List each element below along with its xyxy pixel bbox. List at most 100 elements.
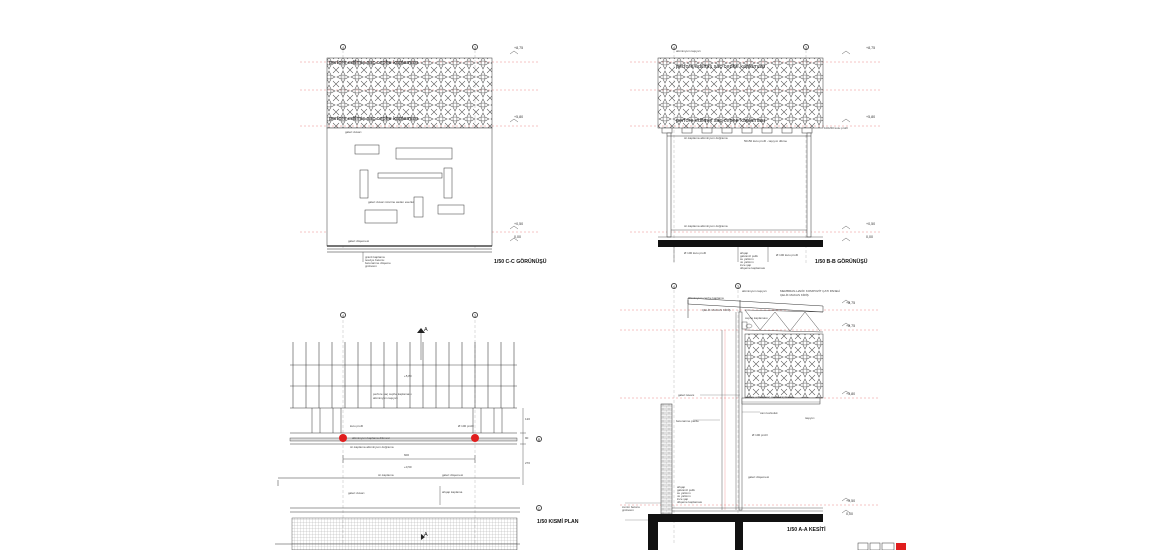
aa-level-mid: +5,80 (846, 392, 856, 396)
plan-note-9: galeri duvarı (348, 491, 365, 495)
aa-foundation-layer: zemin betonu (622, 505, 641, 509)
aa-floor-layer: ince şap (677, 497, 689, 501)
plan-note-3: kutu profil (350, 424, 364, 428)
aa-floor-layer: döşeme kaplaması (677, 500, 703, 504)
view-cc (300, 50, 540, 262)
aa-view-title: 1/50 A-A KESİTİ (787, 527, 826, 533)
aa-level-2: +8,75 (846, 324, 856, 328)
cc-level-zero: 0,00 (514, 235, 521, 239)
plan-axis-row-c: C (536, 505, 542, 511)
aa-note-5: cam korkuluk (760, 411, 778, 415)
cc-level-low: +0,50 (514, 222, 524, 226)
plan-column-marker (471, 434, 479, 442)
cc-panel-label-bottom: perfore edilmiş saç cephe kaplaması (329, 116, 419, 122)
aa-foundation-layer: grobeton (622, 508, 634, 512)
axis-marker-plan-left: 4 (340, 312, 346, 318)
plan-view-title: 1/50 KISMİ PLAN (537, 519, 579, 525)
aa-note-roof-3: alüminyum taşıyıcı (742, 289, 767, 293)
axis-marker-bb-left: 4 (671, 44, 677, 50)
bb-floor-layer: döşeme kaplaması (740, 266, 766, 270)
view-bb (630, 50, 880, 265)
bb-floor-layer: ısı yalıtımı (740, 260, 754, 264)
bb-note-beam: 100x50 kutu profil (824, 126, 848, 130)
cc-level-mid: +5,80 (514, 115, 524, 119)
plan-dim-3: 270 (525, 461, 531, 465)
cc-floor-layer: granit kaplama (365, 255, 385, 259)
aa-note-8: betonarme perde (676, 419, 699, 423)
bb-view-title: 1/50 B-B GÖRÜNÜŞÜ (815, 259, 868, 265)
aa-foundation-layers: zemin betonu grobeton (622, 506, 640, 512)
plan-dim-total: 600 (404, 453, 410, 457)
axis-marker-cc-right: 3 (472, 44, 478, 50)
aa-floor-layer: galvaniz çelik (677, 488, 695, 492)
bb-note-bolt: alüminyum taşıyıcı (676, 49, 701, 53)
aa-note-roof-4: alüminyum cephe kaplama (688, 296, 724, 300)
bb-note-bottom: ön kaplama alüminyum doğrama (684, 224, 728, 228)
aa-note-roof-2: ÇELİK MAKAS KİRİŞ (780, 293, 809, 297)
cc-view-title: 1/50 C-C GÖRÜNÜŞÜ (494, 259, 547, 265)
aa-note-7: taşıyıcı (805, 416, 815, 420)
cc-note-floor: galeri döşemesi (348, 239, 370, 243)
aa-note-2: perfore edilmiş saç cephe kaplaması (745, 395, 794, 399)
plan-note-7: ön kaplama (378, 473, 394, 477)
bb-floor-layer: galvaniz çelik (740, 254, 758, 258)
bb-level-low: +0,50 (866, 222, 876, 226)
bb-level-zero: 0,00 (866, 235, 873, 239)
bb-level-mid: +5,80 (866, 115, 876, 119)
title-block (857, 542, 906, 551)
plan-level-b: +0,50 (404, 465, 412, 469)
view-aa (620, 290, 880, 550)
plan-note-4: Ø 100 profil (458, 424, 474, 428)
plan-section-mark-bottom: A (424, 532, 428, 538)
bb-floor-layer: ahşap (740, 251, 749, 255)
plan-dim-1: 120 (525, 417, 531, 421)
aa-note-4: Ø 100 profil (752, 433, 768, 437)
aa-note-1: cephe kaplaması (745, 316, 768, 320)
aa-note-steel: ÇELİK MAKAS KİRİŞ (702, 308, 731, 312)
cc-note-gallery-title: galeri duvarı üzerine asılan eserler (368, 200, 415, 204)
aa-floor-layer: su yalıtımı (677, 491, 691, 495)
bb-note-profile: 50x50 kutu profil - taşıyıcı dikme (744, 139, 788, 143)
cc-level-top: +8,75 (514, 46, 524, 50)
axis-marker-cc-left: 4 (340, 44, 346, 50)
view-plan (275, 320, 526, 551)
plan-dim-2: 90 (525, 436, 529, 440)
bb-note-frame: ön kaplama alüminyum doğrama (684, 136, 728, 140)
axis-marker-bb-right: 3 (803, 44, 809, 50)
bb-floor-layers: ahşap galvaniz çelik su yalıtımı ısı yal… (740, 252, 765, 270)
cc-panel-label-top: perfore edilmiş saç cephe kaplaması (329, 60, 419, 66)
axis-marker-plan-right: 3 (472, 312, 478, 318)
cc-floor-layer: tesviye betonu (365, 258, 385, 262)
axis-marker-aa-left: 4 (671, 283, 677, 289)
bb-panel-label-top: perfore edilmiş saç cephe kaplaması (676, 64, 766, 70)
plan-note-8: galeri döşemesi (442, 473, 464, 477)
aa-note-3: galeri tavanı (678, 393, 695, 397)
aa-level-zero: 0,00 (846, 512, 853, 516)
plan-level-a: +5,80 (404, 374, 412, 378)
bb-floor-layer: ince şap (740, 263, 752, 267)
aa-level-low: +0,50 (846, 499, 856, 503)
cc-floor-layer: betonarme döşeme (365, 261, 391, 265)
aa-floor-layer: ısı yalıtımı (677, 494, 691, 498)
plan-note-6: ön kaplama alüminyum doğrama (350, 445, 394, 449)
aa-floor-layers: ahşap galvaniz çelik su yalıtımı ısı yal… (677, 486, 702, 504)
aa-note-6: galeri döşemesi (748, 475, 770, 479)
bb-dim-right: Ø 100 kutu profil (776, 253, 799, 257)
bb-dim-left: Ø 100 kutu profil (684, 251, 707, 255)
plan-axis-row-b: B (536, 436, 542, 442)
plan-note-5: alüminyum kaplama dikmesi (352, 436, 390, 440)
plan-column-marker (339, 434, 347, 442)
cc-floor-layers: granit kaplama tesviye betonu betonarme … (365, 256, 391, 268)
plan-section-mark-top: A (424, 327, 428, 333)
aa-floor-layer: ahşap (677, 485, 686, 489)
cc-floor-layer: grobeton (365, 264, 377, 268)
plan-note-2: alüminyum taşıyıcı (373, 396, 398, 400)
cc-note-gallery-floor: galeri duvarı (345, 130, 362, 134)
bb-panel-label-bottom: perfore edilmiş saç cephe kaplaması (676, 118, 766, 124)
aa-level-top: +8,75 (846, 301, 856, 305)
bb-floor-layer: su yalıtımı (740, 257, 754, 261)
plan-note-10: ahşap kaplama (442, 490, 463, 494)
plan-note-1: perfore saç cephe kaplaması (373, 392, 412, 396)
